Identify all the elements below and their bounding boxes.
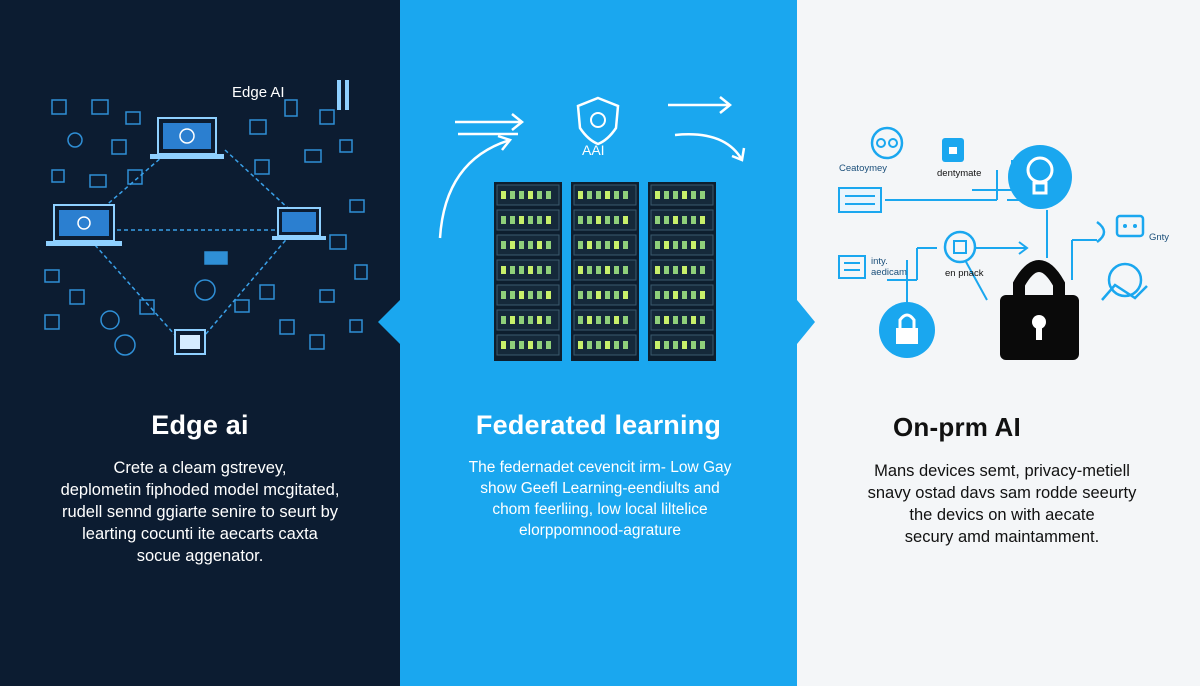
padlock-icon [879,302,935,358]
description-line: Crete a cleam gstrevey, [113,459,287,477]
on-prem-ai-heading: On-prm AI [893,412,1021,442]
on-prem-ai-description: Mans devices semt, privacy-metiell snavy… [837,460,1167,548]
arrow-icon [438,96,746,239]
on-prem-ai-panel: Ceatoymey dentymate inty. aedicam en pna… [797,0,1200,686]
lightbulb-icon [1008,145,1072,209]
cloud-icon [1101,262,1148,301]
laptop-icon [46,204,122,246]
diagram-label: Ceatoymey [839,163,888,174]
server-rack-icon [494,182,716,361]
mini-icon [51,99,67,115]
description-line: The federnadet cevencit irm- Low Gay [468,459,732,476]
edge-ai-diagram-label: Edge AI [232,84,285,101]
federated-learning-heading: Federated learning [475,410,722,440]
description-line: secury amd maintamment. [904,528,1100,546]
description-line: chom feerliing, low local liltelice [492,501,708,518]
group-icon [870,126,904,160]
description-line: the devics on with aecate [909,506,1095,524]
description-line: learting cocunti ite aecarts caxta [82,525,318,543]
document-icon [838,255,866,279]
signal-icon [1096,220,1106,244]
laptop-icon [272,207,326,240]
description-line: elorppomnood-agrature [519,522,681,539]
vertical-bars [337,80,349,110]
on-prem-diagram [838,126,1148,360]
description-line: snavy ostad davs sam rodde seeurty [867,484,1137,502]
edge-ai-description: Crete a cleam gstrevey, deplometin fipho… [40,457,360,567]
federated-diagram-label: AAI [582,142,605,158]
description-line: show Geefl Learning-eendiults and [480,480,720,497]
edge-ai-panel: Edge AI Edge ai Crete a cleam gstrevey, … [0,0,400,686]
federated-diagram [438,96,746,361]
diagram-label: dentymate [937,168,982,179]
diagram-label: inty. aedicam [871,256,907,278]
description-line: rudell sennd ggiarte senire to seurt by [61,503,339,521]
description-line: deplometin fiphoded model mcgitated, [60,481,340,499]
diagram-label: en pnack [945,268,984,279]
laptop-icon [150,117,224,159]
diagram-label: Gnty [1149,232,1170,243]
federated-learning-description: The federnadet cevencit irm- Low Gay sho… [440,457,760,541]
padlock-icon [1000,260,1079,360]
gear-icon [943,230,977,264]
document-icon [838,187,882,213]
edge-ai-diagram [44,80,368,356]
panel-pointer [797,300,815,344]
description-line: Mans devices semt, privacy-metiell [874,462,1130,480]
device-icon [174,329,206,355]
chat-icon [1115,214,1145,238]
description-line: socue aggenator. [136,547,264,565]
federated-learning-panel: AAI Federated learning The federnadet ce… [400,0,797,686]
shield-icon [576,96,620,146]
edge-ai-heading: Edge ai [151,410,249,440]
panel-pointer [378,300,400,344]
